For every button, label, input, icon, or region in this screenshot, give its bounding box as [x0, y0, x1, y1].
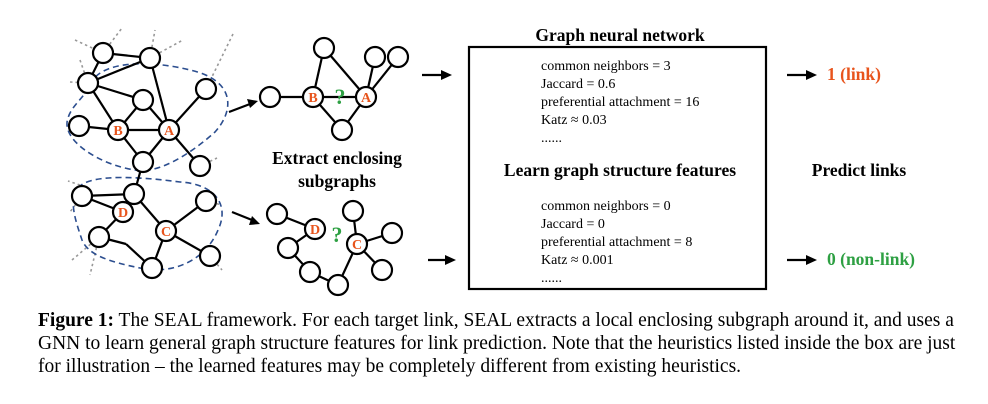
- nodes: [67, 41, 222, 280]
- feature-jaccard-bottom: Jaccard = 0: [541, 217, 605, 232]
- extract-label-line2: subgraphs: [298, 171, 376, 191]
- caption-text: The SEAL framework. For each target link…: [38, 310, 956, 377]
- full-graph: B A D C: [66, 27, 234, 280]
- feature-jaccard-top: Jaccard = 0.6: [541, 77, 615, 92]
- extract-label-line1: Extract enclosing: [272, 148, 402, 168]
- sub-node-b: [301, 85, 325, 109]
- output-arrows: [787, 70, 817, 265]
- sub-node-c-label: C: [352, 238, 362, 253]
- node-a: [157, 118, 181, 142]
- sub-node-c: [345, 232, 369, 256]
- node-c-label: C: [161, 225, 171, 240]
- feature-katz-top: Katz ≈ 0.03: [541, 113, 607, 128]
- sub-node-d-label: D: [310, 223, 320, 238]
- question-mark-bottom: ?: [332, 222, 343, 247]
- feature-ellipsis-top: ......: [541, 131, 562, 146]
- sub-node-a-label: A: [361, 91, 372, 106]
- seal-framework-figure: B A D C B A ?: [66, 25, 915, 297]
- gnn-box: [467, 45, 768, 291]
- feature-katz-bottom: Katz ≈ 0.001: [541, 253, 614, 268]
- output-link: 1 (link): [827, 64, 881, 84]
- feature-pref-attachment-bottom: preferential attachment = 8: [541, 235, 692, 250]
- subgraph-bottom: D C ?: [265, 199, 404, 297]
- features-bottom: common neighbors = 0 Jaccard = 0 prefere…: [541, 199, 692, 286]
- figure-caption: Figure 1: The SEAL framework. For each t…: [38, 309, 958, 378]
- question-mark-top: ?: [335, 84, 346, 109]
- feature-common-neighbors-bottom: common neighbors = 0: [541, 199, 671, 214]
- gnn-title: Graph neural network: [535, 25, 704, 45]
- features-top: common neighbors = 3 Jaccard = 0.6 prefe…: [541, 59, 699, 146]
- node-b: [106, 118, 130, 142]
- learn-label: Learn graph structure features: [504, 160, 736, 180]
- sub-node-d: [303, 217, 327, 241]
- sub-node-b-label: B: [308, 91, 317, 106]
- predict-links-label: Predict links: [812, 160, 907, 180]
- sub-node-a: [354, 85, 378, 109]
- feature-ellipsis-bottom: ......: [541, 271, 562, 286]
- caption-label: Figure 1:: [38, 310, 115, 331]
- node-b-label: B: [113, 124, 122, 139]
- input-arrows: [422, 70, 456, 265]
- node-d-label: D: [118, 206, 128, 221]
- node-d: [111, 200, 135, 224]
- node-a-label: A: [164, 124, 175, 139]
- extract-arrows: [228, 99, 260, 225]
- node-c: [154, 219, 178, 243]
- feature-pref-attachment-top: preferential attachment = 16: [541, 95, 699, 110]
- feature-common-neighbors-top: common neighbors = 3: [541, 59, 671, 74]
- output-non-link: 0 (non-link): [827, 249, 915, 269]
- subgraph-top: B A ?: [258, 36, 410, 142]
